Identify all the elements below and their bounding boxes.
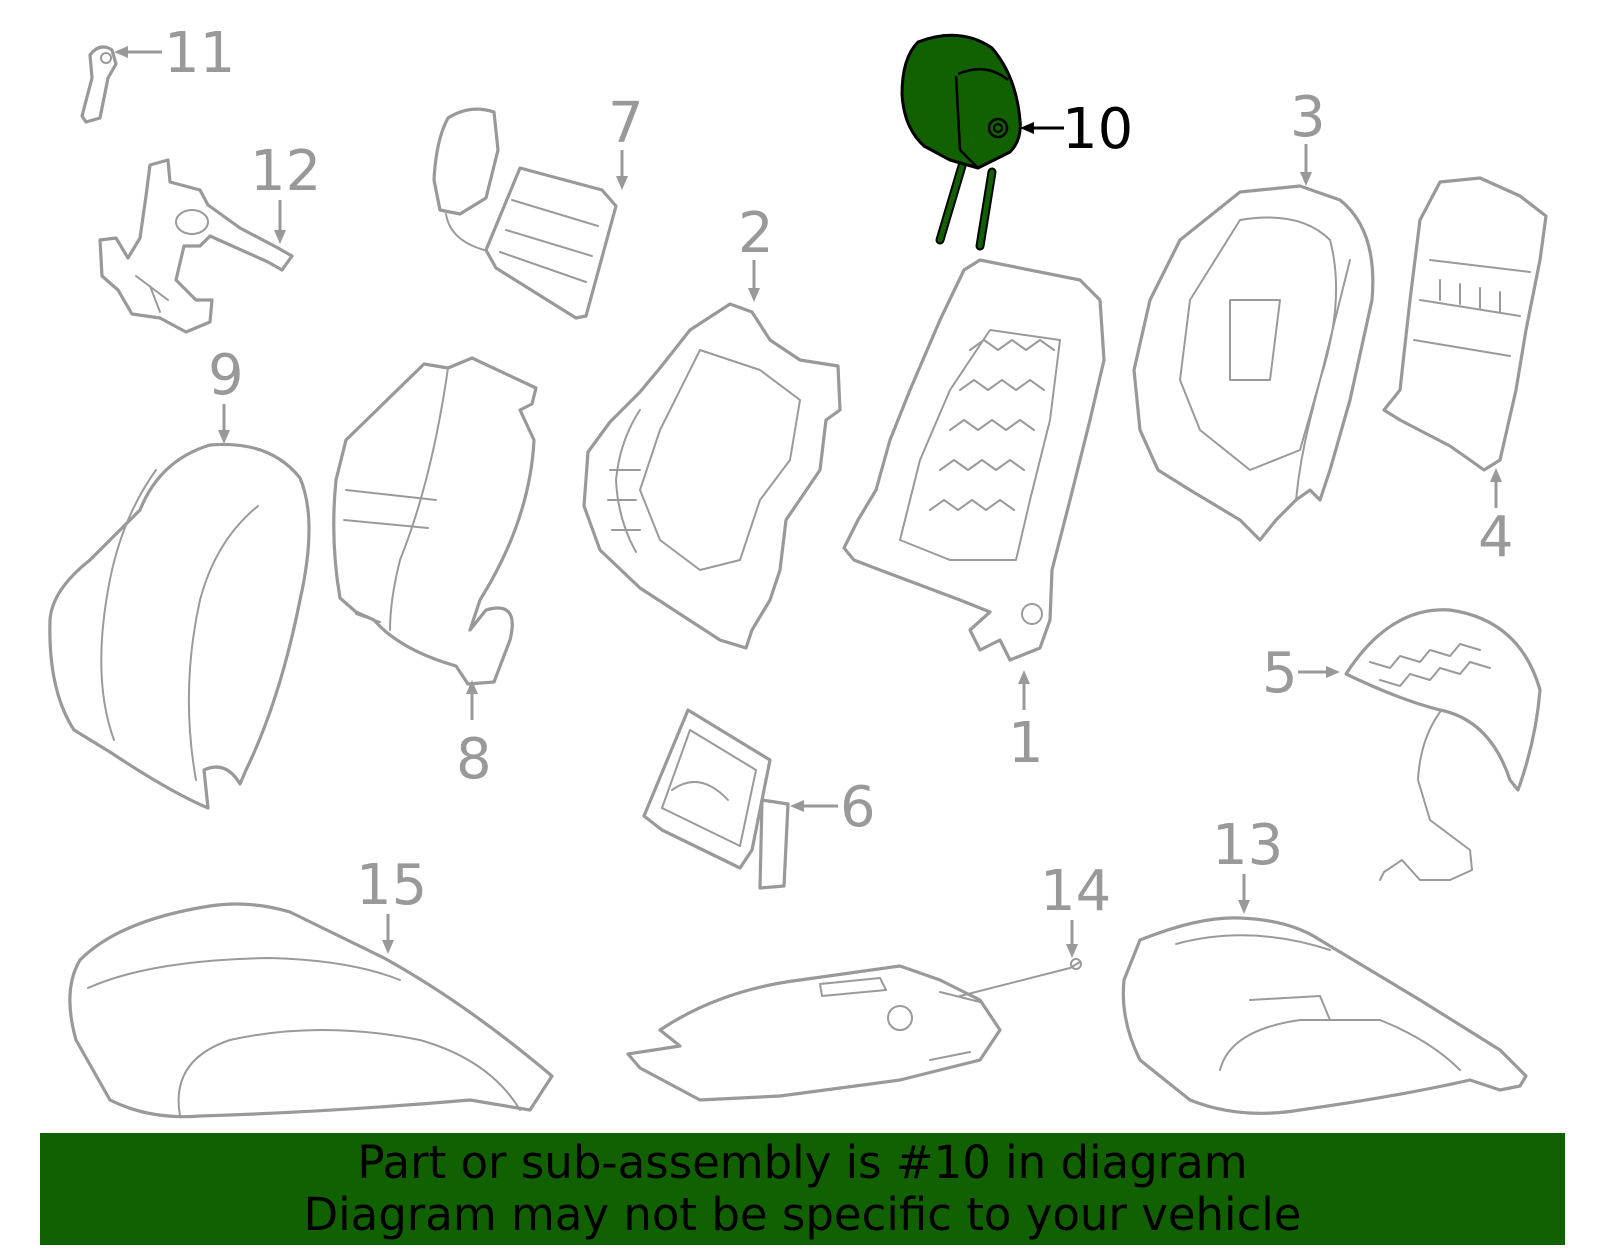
svg-text:14: 14	[1040, 859, 1111, 924]
part-4-back-panel	[1382, 176, 1548, 472]
svg-text:6: 6	[840, 775, 876, 840]
callout-6: 6	[790, 775, 876, 840]
callout-14: 14	[1040, 859, 1111, 958]
svg-text:11: 11	[164, 21, 235, 86]
part-7-lumbar	[432, 107, 618, 320]
callout-5: 5	[1262, 641, 1340, 706]
part-15-cushion-cover	[68, 902, 554, 1119]
callout-4: 4	[1478, 468, 1514, 570]
callout-11: 11	[114, 21, 235, 86]
part-6-sensor	[642, 708, 790, 890]
svg-text:7: 7	[608, 91, 644, 156]
callout-8: 8	[456, 680, 492, 792]
svg-text:8: 8	[456, 727, 492, 792]
part-10-headrest	[900, 33, 1022, 251]
callout-12: 12	[250, 139, 321, 244]
part-12-recliner	[98, 158, 294, 334]
part-14-seat-pan	[626, 958, 1082, 1102]
part-3-back-shell	[1132, 184, 1375, 542]
part-13-cushion	[1121, 916, 1528, 1115]
callout-10: 10	[1020, 97, 1133, 162]
svg-text:15: 15	[356, 853, 427, 918]
svg-text:13: 13	[1212, 813, 1283, 878]
info-banner: Part or sub-assembly is #10 in diagram D…	[40, 1133, 1565, 1245]
svg-text:9: 9	[208, 343, 244, 408]
part-2-backframe	[582, 302, 842, 650]
callout-15: 15	[356, 853, 427, 954]
banner-line-1: Part or sub-assembly is #10 in diagram	[357, 1136, 1248, 1189]
svg-text:2: 2	[738, 201, 774, 266]
svg-text:5: 5	[1262, 641, 1298, 706]
svg-text:1: 1	[1008, 711, 1044, 776]
callout-7: 7	[608, 91, 644, 190]
callout-13: 13	[1212, 813, 1283, 914]
part-11-adjuster	[80, 45, 118, 124]
callout-1: 1	[1008, 670, 1044, 776]
callout-3: 3	[1290, 85, 1326, 186]
svg-text:12: 12	[250, 139, 321, 204]
svg-text:10: 10	[1062, 97, 1133, 162]
part-8-seatback-pad	[332, 356, 538, 686]
banner-line-2: Diagram may not be specific to your vehi…	[303, 1188, 1302, 1241]
part-5-heater	[1344, 608, 1542, 881]
callout-2: 2	[738, 201, 774, 302]
svg-text:4: 4	[1478, 505, 1514, 570]
callout-9: 9	[208, 343, 244, 444]
svg-text:3: 3	[1290, 85, 1326, 150]
part-1-main-frame	[842, 258, 1106, 662]
part-9-seatback-cover	[48, 442, 311, 810]
